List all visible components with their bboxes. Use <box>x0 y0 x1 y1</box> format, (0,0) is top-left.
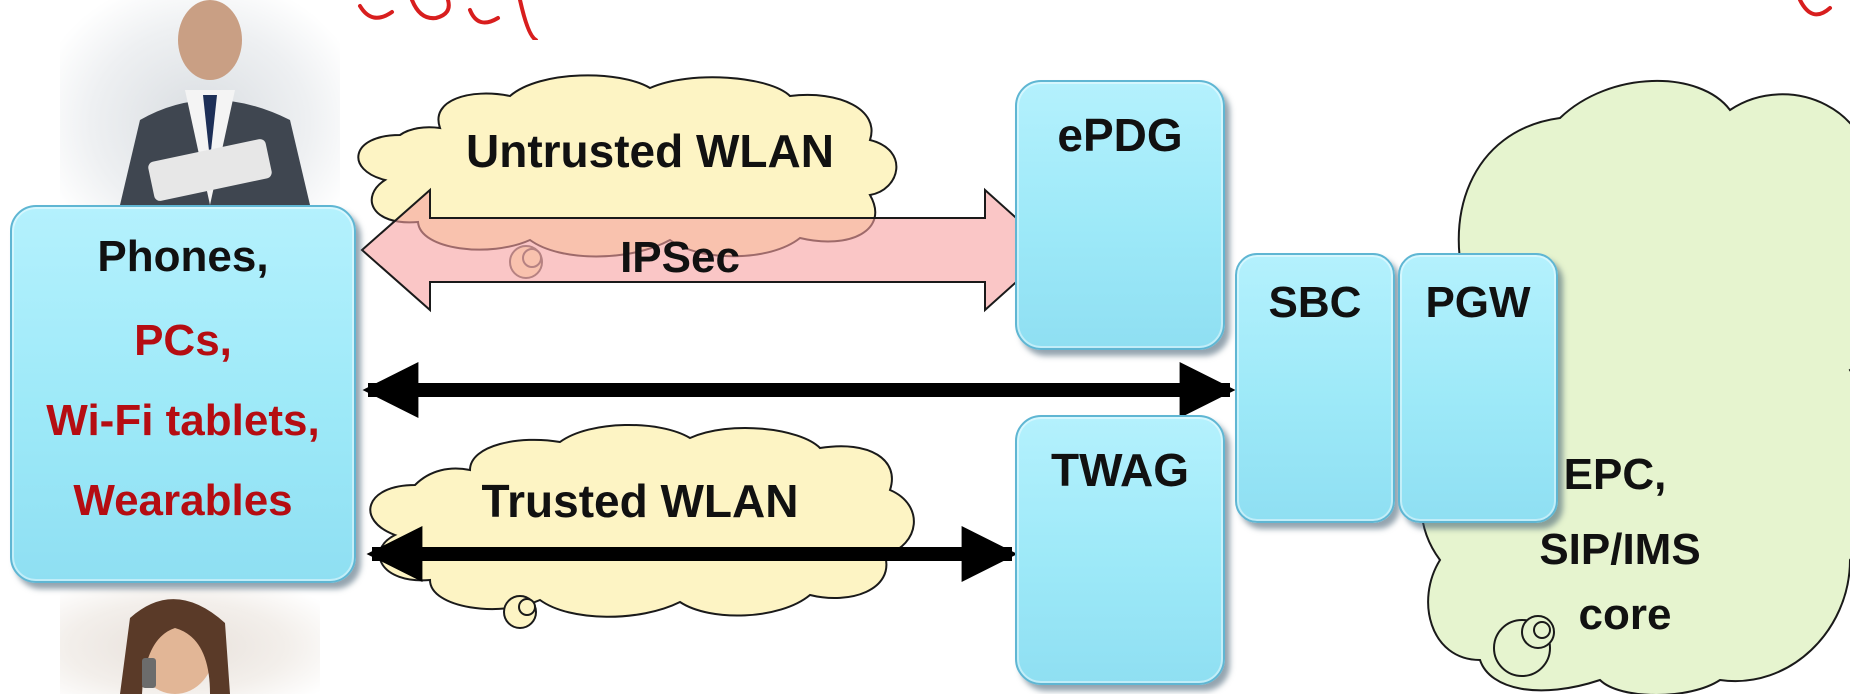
epdg-label: ePDG <box>1057 109 1183 161</box>
sbc-box <box>1235 253 1395 523</box>
core-label-epc: EPC, <box>1563 450 1667 499</box>
devices-box <box>10 205 356 583</box>
pgw-box <box>1398 253 1558 523</box>
devices-label-tablets: Wi-Fi tablets, <box>46 396 320 445</box>
core-network-cloud <box>1420 79 1850 694</box>
untrusted-wlan-label: Untrusted WLAN <box>466 125 834 177</box>
trusted-wlan-label: Trusted WLAN <box>481 475 799 527</box>
twag-box <box>1015 415 1225 685</box>
devices-label-phones: Phones, <box>97 232 269 281</box>
ipsec-label: IPSec <box>620 233 740 282</box>
devices-label-pcs: PCs, <box>134 316 232 365</box>
core-cloud-bubble-small <box>1533 621 1551 639</box>
core-label-sipims: SIP/IMS <box>1539 525 1701 574</box>
trusted-cloud-bubble-inner <box>518 598 536 616</box>
core-label-core: core <box>1578 590 1672 639</box>
devices-label-wearables: Wearables <box>73 476 293 525</box>
woman-on-phone-photo <box>60 588 320 694</box>
businessman-photo <box>60 0 340 205</box>
pgw-label: PGW <box>1425 278 1531 327</box>
epdg-box <box>1015 80 1225 350</box>
sbc-label: SBC <box>1268 278 1362 327</box>
twag-label: TWAG <box>1051 444 1189 496</box>
